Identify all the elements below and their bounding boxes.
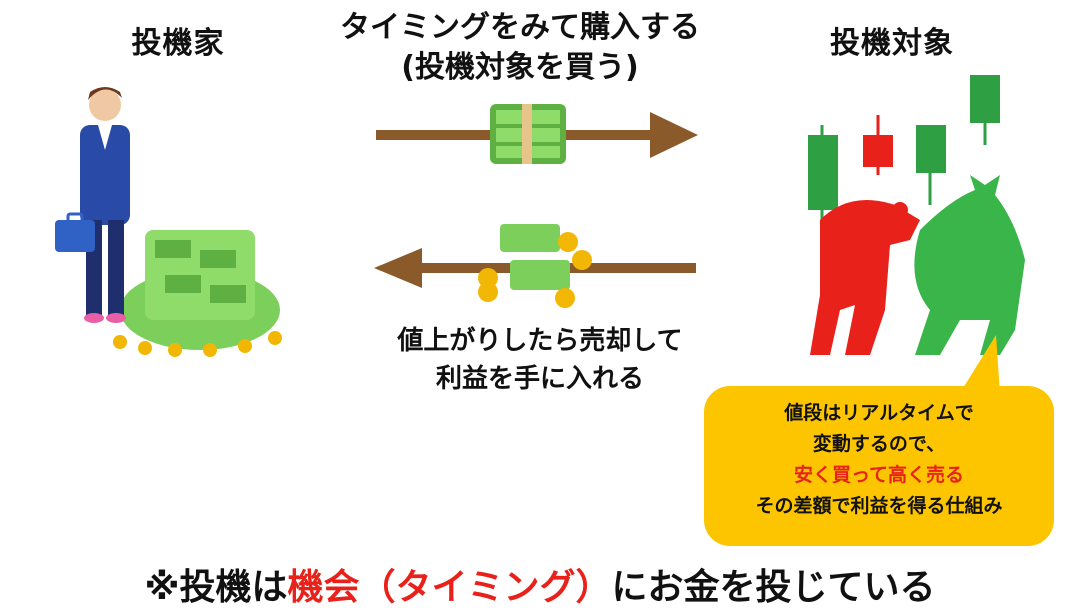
bubble-line1: 値段はリアルタイムで (784, 402, 974, 424)
footer-suffix: にお金を投じている (611, 567, 936, 608)
investor-label: 投機家 (131, 26, 225, 61)
businessman-icon (55, 87, 130, 323)
investor-illustration (55, 87, 282, 357)
bull-icon (914, 175, 1025, 355)
buy-caption: タイミングをみて購入する (投機対象を買う) (290, 8, 750, 88)
sell-caption: 値上がりしたら売却して 利益を手に入れる (330, 322, 750, 398)
buy-caption-line2: (投機対象を買う) (401, 50, 639, 85)
sell-arrow (374, 224, 696, 308)
money-pile-icon (113, 230, 282, 357)
bubble-tail (960, 335, 1000, 393)
sell-caption-line2: 利益を手に入れる (435, 364, 644, 394)
explanation-bubble: 値段はリアルタイムで 変動するので、 安く買って高く売る その差額で利益を得る仕… (704, 386, 1054, 546)
bear-icon (810, 200, 920, 355)
cash-and-coins-icon (478, 224, 592, 308)
footer-note: ※投機は機会（タイミング）にお金を投じている (0, 568, 1080, 608)
buy-arrow (376, 104, 698, 164)
bubble-line2: 変動するので、 (812, 433, 946, 455)
buy-caption-line1: タイミングをみて購入する (340, 10, 700, 45)
sell-caption-line1: 値上がりしたら売却して (397, 326, 683, 356)
footer-prefix: ※投機は (144, 567, 288, 608)
bubble-line4: その差額で利益を得る仕組み (755, 495, 1003, 517)
cash-stack-icon (490, 104, 566, 164)
candlestick-icon (808, 75, 1000, 220)
market-illustration (808, 75, 1025, 355)
target-label: 投機対象 (830, 26, 954, 61)
footer-highlight: 機会（タイミング） (287, 567, 612, 608)
bubble-highlight: 安く買って高く売る (793, 464, 965, 486)
